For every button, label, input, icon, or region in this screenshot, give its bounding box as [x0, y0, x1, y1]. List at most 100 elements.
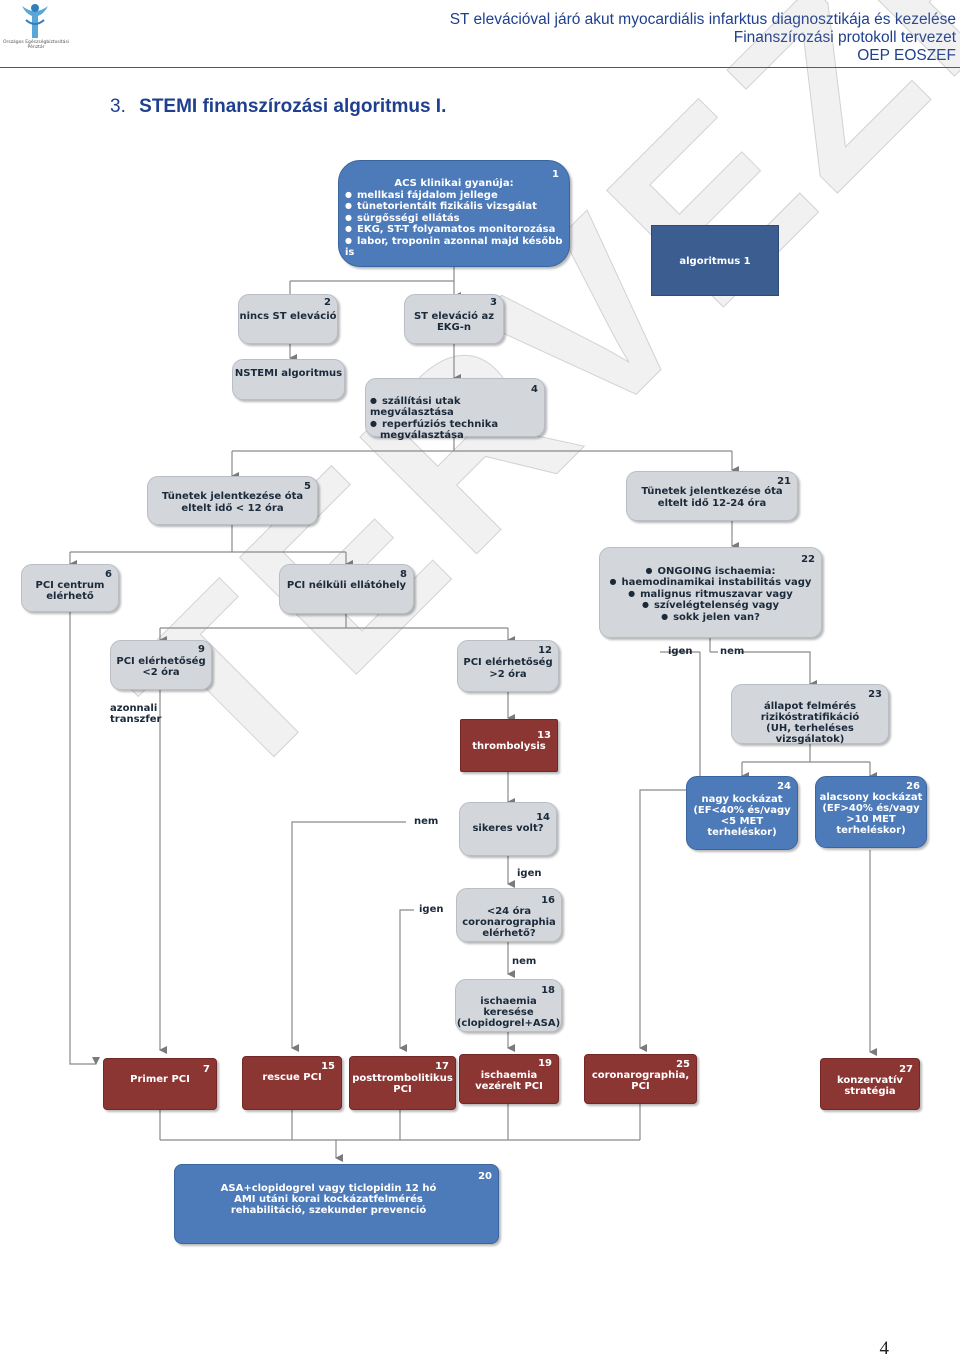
label-nem-16: nem [512, 956, 537, 967]
node-number: 26 [906, 781, 920, 792]
node-16-line-3: elérhető? [482, 928, 536, 939]
node-7-primary-pci: 7 Primer PCI [103, 1058, 217, 1110]
node-22-ongoing-ischaemia: 22 ONGOING ischaemia: haemodinamikai ins… [599, 547, 822, 638]
node-18-ischaemia-search: 18 ischaemia keresése (clopidogrel+ASA) [455, 979, 562, 1032]
list-item: tünetorientált fizikális vizsgálat [345, 201, 569, 212]
node-14-text: sikeres volt? [472, 823, 544, 834]
node-number: 24 [777, 781, 791, 792]
node-number: 17 [435, 1061, 449, 1072]
label-transzfer: transzfer [110, 714, 162, 725]
node-number: 16 [541, 895, 555, 906]
node-number: 20 [478, 1171, 492, 1182]
node-8-non-pci-facility: 8 PCI nélküli ellátóhely [279, 564, 414, 614]
page-title: 3. STEMI finanszírozási algoritmus I. [110, 96, 446, 118]
node-number: 6 [105, 569, 112, 580]
node-number: 3 [490, 297, 497, 308]
node-16-line-2: coronarographia [462, 917, 556, 928]
list-item: szívelégtelenség vagy [610, 600, 812, 611]
node-6-line-1: PCI centrum [35, 580, 105, 591]
node-5-line-2: eltelt idő < 12 óra [181, 503, 284, 514]
oep-logo-icon [22, 4, 48, 38]
header-divider [0, 67, 960, 68]
node-1-title: ACS klinikai gyanúja: [394, 178, 514, 189]
logo [4, 2, 66, 56]
node-number: 18 [541, 985, 555, 996]
node-18-line-3: (clopidogrel+ASA) [456, 1018, 561, 1029]
nstemi-label: NSTEMI algoritmus [234, 368, 343, 379]
node-23-line-2: rizikóstratifikáció [760, 712, 860, 723]
logo-text: Országos Egészségbiztosítási Pénztár [2, 40, 70, 50]
list-item: ONGOING ischaemia: [610, 566, 812, 577]
node-5-under-12h: 5 Tünetek jelentkezése óta eltelt idő < … [147, 476, 318, 525]
node-number: 1 [552, 169, 559, 180]
node-17-posttrombolitikus-pci: 17 posttrombolitikus PCI [349, 1056, 456, 1110]
node-1-list: mellkasi fájdalom jellege tünetorientált… [345, 190, 569, 258]
node-18-line-1: ischaemia [480, 996, 537, 1007]
node-18-line-2: keresése [483, 1007, 534, 1018]
node-25-coronarography-pci: 25 coronarographia, PCI [584, 1054, 697, 1104]
node-24-line-1: nagy kockázat [701, 794, 783, 805]
node-25-line-1: coronarographia, [591, 1070, 690, 1081]
node-21-line-2: eltelt idő 12-24 óra [657, 498, 767, 509]
node-19-line-2: vezérelt PCI [475, 1081, 543, 1092]
node-27-line-2: stratégia [844, 1086, 896, 1097]
node-3-line-1: ST eleváció az [413, 311, 495, 322]
node-4-list: szállítási utak megválasztása reperfúzió… [370, 396, 544, 430]
node-5-line-1: Tünetek jelentkezése óta [161, 491, 304, 502]
node-number: 15 [321, 1061, 335, 1072]
node-26-line-3: >10 MET [846, 814, 896, 825]
list-item: mellkasi fájdalom jellege [345, 190, 569, 201]
label-azonnali: azonnali [110, 703, 158, 714]
node-23-risk-stratification: 23 állapot felmérés rizikóstratifikáció … [731, 684, 889, 746]
list-item: malignus ritmuszavar vagy [610, 589, 812, 600]
node-9-pci-under-2h: 9 PCI elérhetőség <2 óra [110, 640, 212, 690]
node-19-ischaemia-guided-pci: 19 ischaemia vezérelt PCI [459, 1054, 559, 1104]
node-20-line-3: rehabilitáció, szekunder prevenció [230, 1205, 427, 1216]
node-25-line-2: PCI [631, 1081, 650, 1092]
node-8-text: PCI nélküli ellátóhely [286, 580, 407, 591]
node-number: 23 [868, 689, 882, 700]
node-number: 7 [203, 1064, 210, 1075]
node-12-pci-over-2h: 12 PCI elérhetőség >2 óra [457, 640, 559, 692]
node-number: 8 [400, 569, 407, 580]
node-17-line-1: posttrombolitikus [352, 1073, 453, 1084]
algorithm-1-box: algoritmus 1 [651, 225, 779, 296]
node-number: 12 [538, 645, 552, 656]
node-24-line-3: <5 MET [720, 816, 764, 827]
node-26-line-4: terheléskor) [836, 825, 906, 836]
node-23-line-1: állapot felmérés [763, 701, 857, 712]
node-13-text: thrombolysis [472, 741, 546, 752]
node-1-acs-suspicion: 1 ACS klinikai gyanúja: mellkasi fájdalo… [338, 160, 570, 267]
header-line-3: OEP EOSZEF [857, 47, 956, 64]
label-igen-16: igen [419, 904, 444, 915]
node-4-transport-reperfusion: 4 szállítási utak megválasztása reperfúz… [365, 378, 545, 441]
label-nem-22: nem [720, 646, 745, 657]
node-number: 21 [777, 476, 791, 487]
node-number: 22 [801, 554, 815, 565]
node-26-line-1: alacsony kockázat [819, 792, 923, 803]
node-3-st-elevation: 3 ST eleváció az EKG-n [404, 294, 504, 344]
node-7-text: Primer PCI [130, 1074, 190, 1085]
node-16-line-1: <24 óra [486, 906, 532, 917]
node-24-line-4: terheléskor) [707, 827, 777, 838]
node-23-line-3: (UH, terheléses vizsgálatok) [766, 723, 854, 746]
node-number: 25 [676, 1059, 690, 1070]
node-number: 2 [324, 297, 331, 308]
node-4-extra: megválasztása [380, 430, 464, 442]
node-20-secondary-prevention: 20 ASA+clopidogrel vagy ticlopidin 12 hó… [174, 1164, 499, 1244]
node-26-line-2: (EF>40% és/vagy [822, 803, 920, 814]
node-2-no-st-elevation: 2 nincs ST eleváció [238, 294, 338, 344]
node-number: 4 [531, 384, 538, 395]
nstemi-algorithm-box: NSTEMI algoritmus [232, 359, 345, 400]
node-20-line-2: AMI utáni korai kockázatfelmérés [234, 1194, 423, 1205]
node-13-thrombolysis: 13 thrombolysis [460, 719, 558, 772]
title-text: STEMI finanszírozási algoritmus I. [139, 96, 447, 117]
list-item: EKG, ST-T folyamatos monitorozása [345, 224, 569, 235]
label-nem-14: nem [414, 816, 439, 827]
node-24-line-2: (EF<40% és/vagy [693, 805, 791, 816]
label-igen-14: igen [517, 868, 542, 879]
node-12-line-1: PCI elérhetőség [463, 657, 553, 668]
node-6-pci-center-available: 6 PCI centrum elérhető [21, 564, 119, 612]
node-17-line-2: PCI [393, 1084, 412, 1095]
node-22-list: ONGOING ischaemia: haemodinamikai instab… [610, 566, 812, 623]
